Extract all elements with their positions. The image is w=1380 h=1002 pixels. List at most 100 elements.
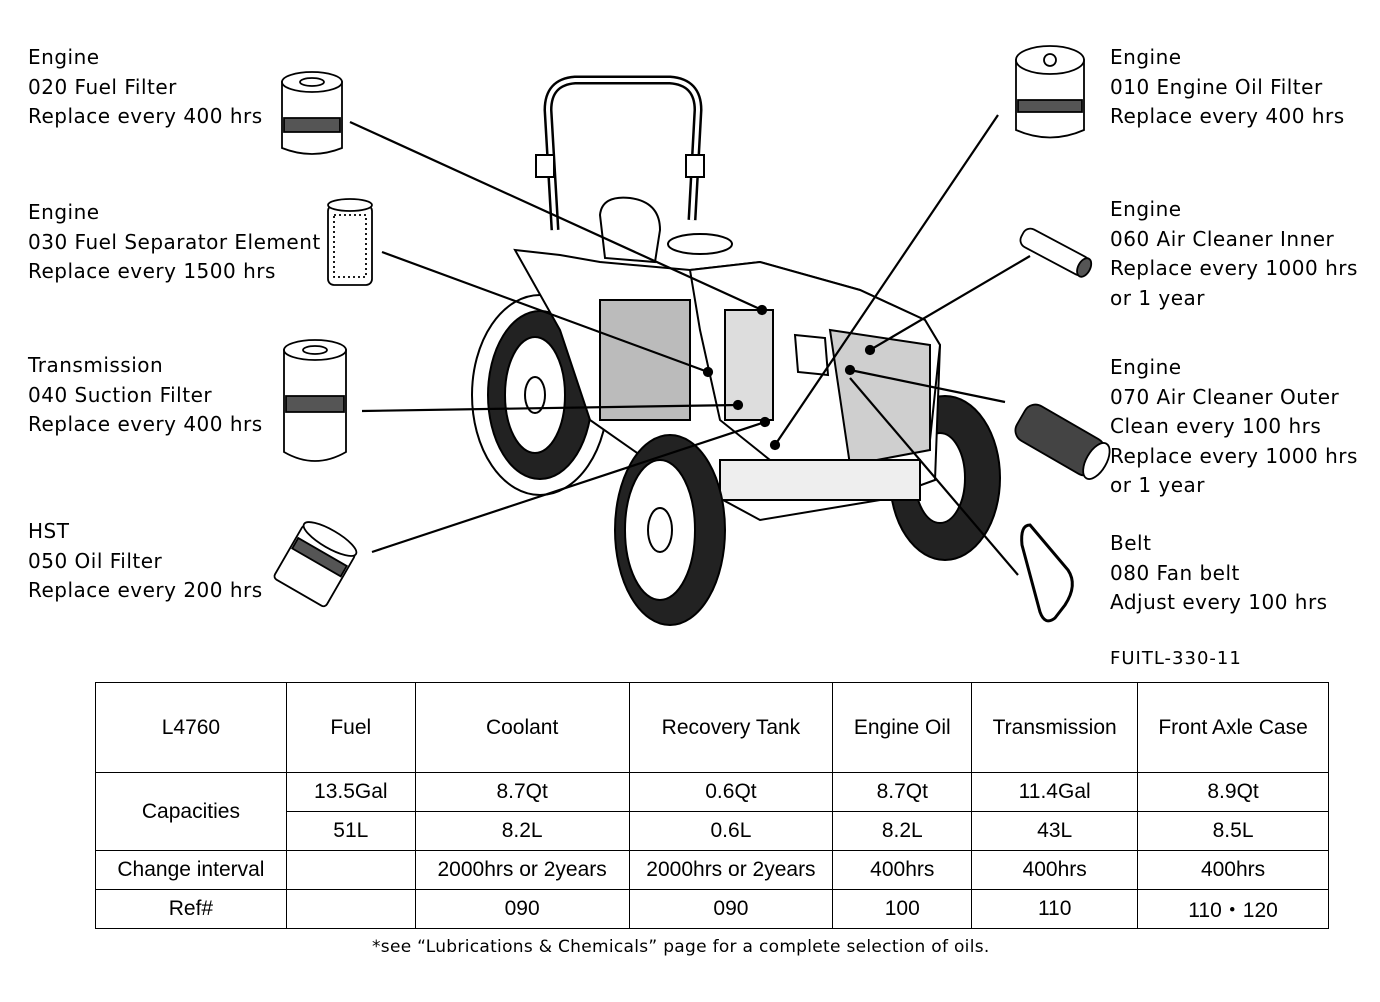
callout-part: 070 Air Cleaner Outer — [1110, 384, 1340, 409]
callout-engine-oil-filter: Engine 010 Engine Oil Filter Replace eve… — [1110, 43, 1345, 132]
callout-group: HST — [28, 519, 70, 543]
callout-service: Replace every 400 hrs — [1110, 104, 1345, 128]
callout-part: 040 Suction Filter — [28, 382, 213, 407]
row-label: Capacities — [95, 772, 287, 851]
callout-extra: or 1 year — [1110, 285, 1206, 310]
front-grille — [724, 309, 774, 421]
front-panel — [828, 328, 931, 467]
table-cell: 090 — [628, 889, 834, 929]
callout-group: Engine — [1110, 197, 1182, 221]
callout-service: Adjust every 100 hrs — [1110, 590, 1328, 614]
table-cell: 400hrs — [832, 850, 973, 890]
table-cell: 8.9Qt — [1137, 772, 1329, 812]
table-cell: 11.4Gal — [971, 772, 1139, 812]
table-cell — [285, 850, 416, 890]
table-cell — [285, 889, 416, 929]
callout-fan-belt: Belt 080 Fan belt Adjust every 100 hrs — [1110, 529, 1328, 618]
table-cell: 2000hrs or 2years — [414, 850, 630, 890]
callout-service-2: Replace every 1000 hrs — [1110, 443, 1358, 468]
callout-service: Replace every 400 hrs — [28, 104, 263, 128]
callout-service: Replace every 200 hrs — [28, 578, 263, 602]
front-tire — [614, 434, 726, 626]
footnote: *see “Lubrications & Chemicals” page for… — [372, 937, 990, 957]
row-label: Ref# — [95, 889, 287, 929]
table-cell: 8.2L — [832, 811, 973, 851]
callout-group: Transmission — [28, 353, 164, 377]
callout-part: 020 Fuel Filter — [28, 74, 177, 99]
table-header-row: L4760 Fuel Coolant Recovery Tank Engine … — [95, 682, 1329, 773]
column-header: Transmission — [971, 682, 1139, 773]
table-row: Capacities 13.5Gal 8.7Qt 0.6Qt 8.7Qt 11.… — [95, 772, 1329, 851]
tractor-maintenance-diagram — [273, 45, 1111, 626]
callout-group: Belt — [1110, 531, 1152, 555]
callout-group: Engine — [28, 45, 100, 69]
table-cell: 13.5Gal — [285, 772, 416, 812]
air-cleaner-outer-icon — [1014, 403, 1111, 480]
callout-group: Engine — [1110, 355, 1182, 379]
hst-oil-filter-icon — [273, 521, 358, 608]
callout-fuel-separator: Engine 030 Fuel Separator Element Replac… — [28, 198, 321, 287]
table-row: Change interval 2000hrs or 2years 2000hr… — [95, 850, 1329, 890]
table-cell: 8.5L — [1137, 811, 1329, 851]
table-cell: 110 — [971, 889, 1139, 929]
table-cell: 400hrs — [971, 850, 1139, 890]
table-cell: 8.2L — [414, 811, 630, 851]
column-header: Coolant — [414, 682, 630, 773]
column-header: Fuel — [285, 682, 416, 773]
callout-hst-oil-filter: HST 050 Oil Filter Replace every 200 hrs — [28, 517, 263, 606]
figure-code: FUITL-330-11 — [1110, 648, 1242, 669]
callout-part: 080 Fan belt — [1110, 560, 1240, 585]
headlight — [793, 333, 830, 377]
fuel-filter-icon — [281, 71, 343, 155]
table-row: Ref# 090 090 100 110 110・120 — [95, 889, 1329, 929]
suction-filter-icon — [283, 339, 347, 462]
engine-oil-filter-icon — [1015, 45, 1085, 139]
column-header: Recovery Tank — [628, 682, 834, 773]
callout-part: 050 Oil Filter — [28, 548, 163, 573]
column-header: Front Axle Case — [1137, 682, 1329, 773]
table-cell: 110・120 — [1137, 889, 1329, 929]
leader-line-suction-filter — [361, 403, 739, 413]
callout-group: Engine — [28, 200, 100, 224]
table-cell: 8.7Qt — [414, 772, 630, 812]
table-cell: 0.6Qt — [628, 772, 834, 812]
table-row: 51L 8.2L 0.6L 8.2L 43L 8.5L — [96, 811, 1329, 851]
leader-line-fan-belt — [849, 377, 1019, 576]
leader-line-air-cleaner-inner — [869, 255, 1031, 351]
leader-line-fuel-filter — [349, 120, 763, 312]
callout-service: Replace every 1000 hrs — [1110, 256, 1358, 280]
callout-service: Clean every 100 hrs — [1110, 414, 1322, 438]
table-cell: 0.6L — [628, 811, 834, 851]
model-cell: L4760 — [95, 682, 287, 773]
steering-wheel — [667, 233, 733, 255]
leader-line-fuel-separator — [381, 250, 709, 374]
rops-bar — [535, 75, 705, 231]
fan-belt-icon — [1020, 523, 1074, 623]
column-header: Engine Oil — [832, 682, 973, 773]
callout-part: 060 Air Cleaner Inner — [1110, 226, 1335, 251]
callout-air-cleaner-outer: Engine 070 Air Cleaner Outer Clean every… — [1110, 353, 1358, 501]
table-cell: 090 — [414, 889, 630, 929]
air-cleaner-inner-icon — [1019, 227, 1093, 278]
callout-fuel-filter: Engine 020 Fuel Filter Replace every 400… — [28, 43, 263, 132]
callout-air-cleaner-inner: Engine 060 Air Cleaner Inner Replace eve… — [1110, 195, 1358, 313]
leader-line-hst-oil-filter — [371, 420, 766, 554]
capacity-table: L4760 Fuel Coolant Recovery Tank Engine … — [95, 682, 1329, 929]
callout-part: 010 Engine Oil Filter — [1110, 74, 1323, 99]
callout-service: Replace every 400 hrs — [28, 412, 263, 436]
chassis — [719, 459, 921, 501]
callout-service: Replace every 1500 hrs — [28, 259, 276, 283]
row-label: Change interval — [95, 850, 287, 890]
table-cell: 2000hrs or 2years — [628, 850, 834, 890]
fuel-separator-icon — [327, 198, 373, 286]
callout-extra: or 1 year — [1110, 473, 1206, 497]
table-cell: 100 — [832, 889, 973, 929]
table-cell: 51L — [285, 811, 416, 851]
leader-line-air-cleaner-outer — [849, 368, 1006, 404]
table-cell: 400hrs — [1137, 850, 1329, 890]
table-cell: 43L — [971, 811, 1139, 851]
leader-line-engine-oil-filter — [774, 114, 999, 446]
seat — [598, 196, 662, 264]
callout-group: Engine — [1110, 45, 1182, 69]
table-cell: 8.7Qt — [832, 772, 973, 812]
